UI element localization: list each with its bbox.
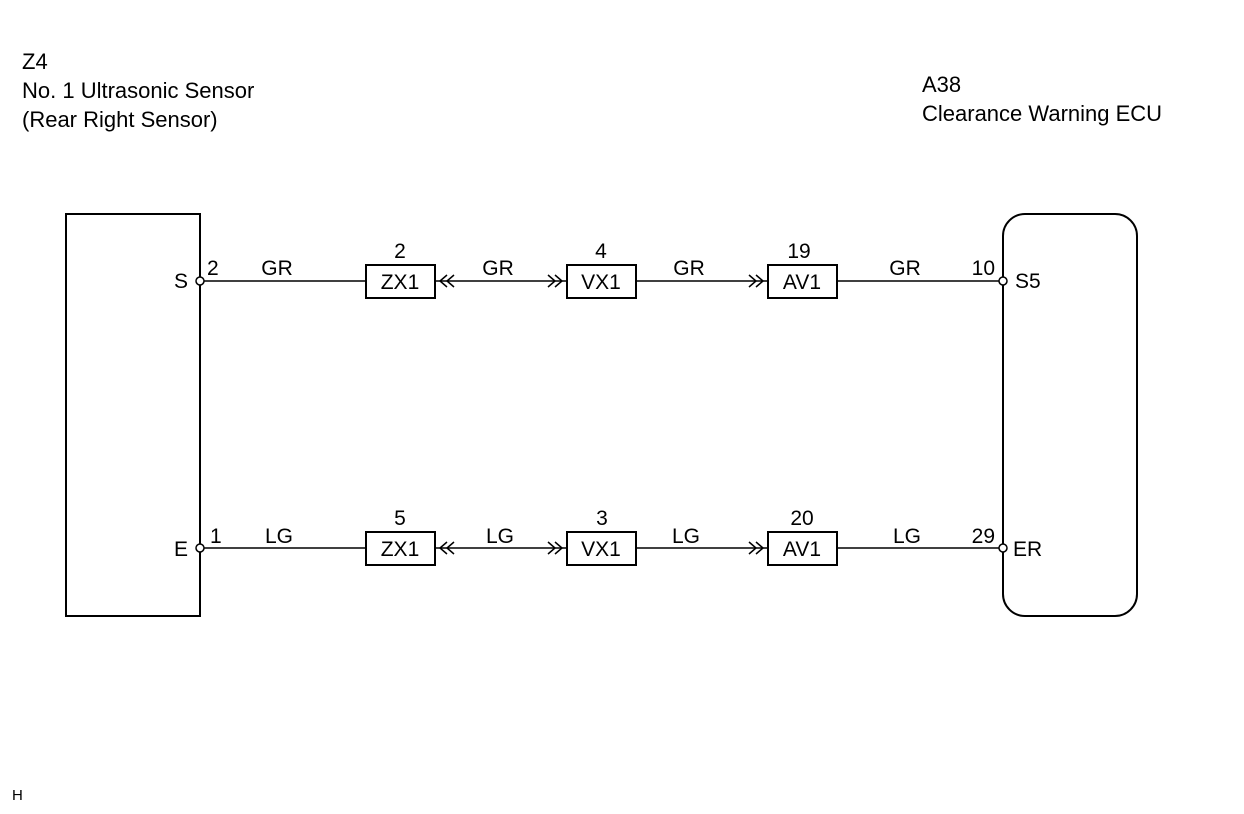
right-component-title: A38 Clearance Warning ECU (922, 72, 1162, 126)
terminal-pin (998, 276, 1008, 286)
right-pin-number: 29 (972, 525, 995, 548)
connector-junction-icon (438, 541, 455, 555)
wire-color-label: GR (673, 257, 705, 280)
circuit-s-s5: S 2 S5 10 GR GR GR GR ZX1 2 VX1 4 AV1 19 (174, 240, 1041, 299)
connector-pin: 19 (787, 240, 810, 263)
connector-pin: 5 (394, 507, 406, 530)
wire-color-label: LG (893, 525, 921, 548)
connector-box (566, 531, 637, 566)
connector-box (566, 264, 637, 299)
connector-junction-icon (748, 541, 765, 555)
right-terminal-label: S5 (1015, 270, 1041, 293)
left-pin-number: 1 (210, 525, 222, 548)
left-component-detail: (Rear Right Sensor) (22, 107, 218, 132)
connector-name: VX1 (581, 538, 621, 561)
connector-name: ZX1 (381, 271, 420, 294)
wire-color-label: LG (265, 525, 293, 548)
connector-pin: 4 (595, 240, 607, 263)
connector-box (365, 531, 436, 566)
connector-junction-icon (547, 541, 564, 555)
connector-pin: 20 (790, 507, 813, 530)
right-component-code: A38 (922, 72, 961, 97)
terminal-pin (195, 276, 205, 286)
footer-mark: H (12, 787, 23, 804)
ultrasonic-sensor-box (65, 213, 201, 617)
connector-junction-icon (748, 274, 765, 288)
connector-junction-icon (438, 274, 455, 288)
right-component-name: Clearance Warning ECU (922, 101, 1162, 126)
connector-box (767, 531, 838, 566)
connector-box (365, 264, 436, 299)
left-component-name: No. 1 Ultrasonic Sensor (22, 78, 254, 103)
wire-color-label: GR (482, 257, 514, 280)
connector-name: ZX1 (381, 538, 420, 561)
left-terminal-label: S (174, 270, 188, 293)
left-component-title: Z4 No. 1 Ultrasonic Sensor (Rear Right S… (22, 49, 254, 132)
circuit-e-er: E 1 ER 29 LG LG LG LG ZX1 5 VX1 3 AV1 20 (174, 507, 1042, 566)
connector-pin: 3 (596, 507, 608, 530)
connector-junction-icon (547, 274, 564, 288)
left-component-code: Z4 (22, 49, 48, 74)
left-terminal-label: E (174, 538, 188, 561)
wire-color-label: LG (486, 525, 514, 548)
left-pin-number: 2 (207, 257, 219, 280)
clearance-warning-ecu-box (1002, 213, 1138, 617)
terminal-pin (998, 543, 1008, 553)
right-terminal-label: ER (1013, 538, 1042, 561)
terminal-pin (195, 543, 205, 553)
connector-box (767, 264, 838, 299)
connector-name: AV1 (783, 271, 821, 294)
connector-name: AV1 (783, 538, 821, 561)
wire-color-label: GR (261, 257, 293, 280)
connector-pin: 2 (394, 240, 406, 263)
wire-color-label: LG (672, 525, 700, 548)
right-pin-number: 10 (972, 257, 995, 280)
connector-name: VX1 (581, 271, 621, 294)
wire-color-label: GR (889, 257, 921, 280)
